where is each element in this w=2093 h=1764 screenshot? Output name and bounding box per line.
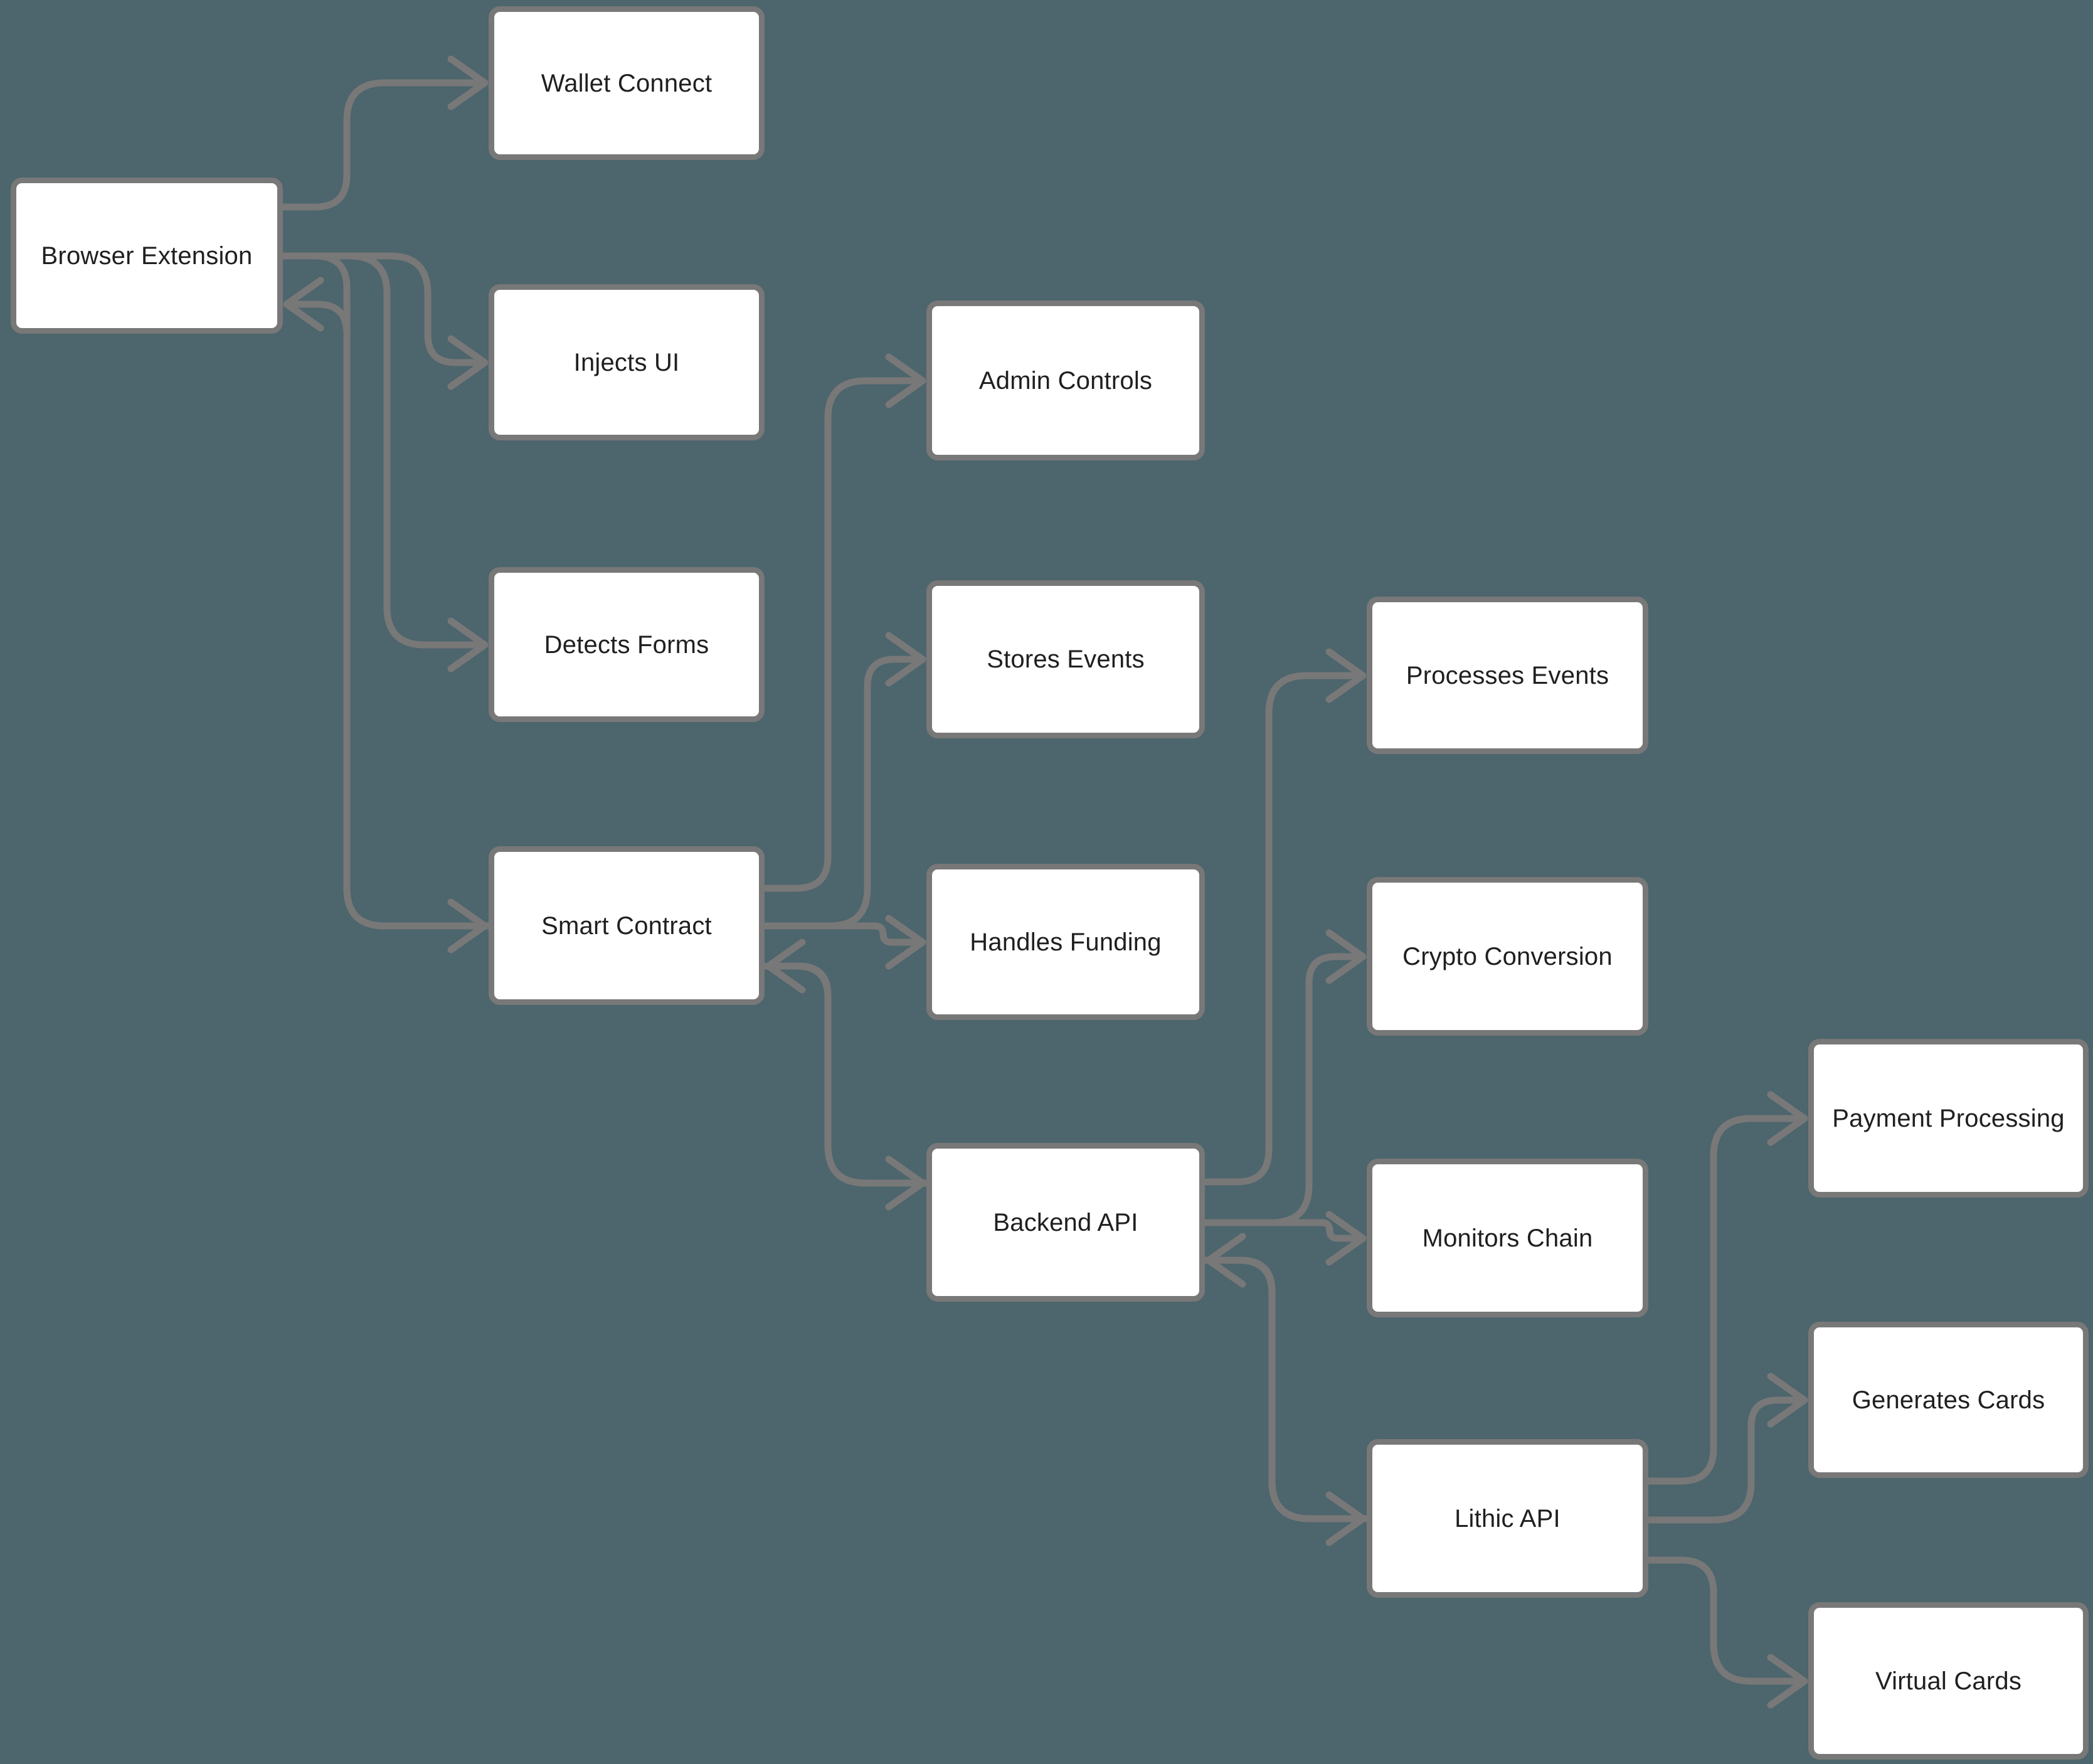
node-label-backend: Backend API	[993, 1208, 1138, 1236]
node-browser[interactable]: Browser Extension	[11, 178, 283, 334]
node-label-wallet: Wallet Connect	[541, 69, 713, 97]
edge-browser-to-detects	[279, 252, 489, 672]
edge-smart-to-stores	[761, 632, 926, 930]
node-label-lithic: Lithic API	[1455, 1504, 1560, 1533]
edge-backend-to-crypto	[1201, 929, 1367, 1226]
node-processes[interactable]: Processes Events	[1367, 597, 1648, 754]
node-label-processes: Processes Events	[1406, 661, 1609, 689]
edge-backend-to-smart	[765, 938, 930, 1187]
edge-browser-to-wallet	[279, 55, 489, 211]
node-funding[interactable]: Handles Funding	[926, 864, 1205, 1020]
node-payment[interactable]: Payment Processing	[1808, 1039, 2089, 1198]
edge-browser-to-injects	[279, 252, 489, 390]
edge-smart-to-backend	[761, 962, 926, 1211]
node-smart[interactable]: Smart Contract	[489, 846, 765, 1005]
node-label-monitors: Monitors Chain	[1422, 1224, 1593, 1252]
node-label-admin: Admin Controls	[978, 366, 1153, 395]
node-label-crypto: Crypto Conversion	[1402, 942, 1613, 970]
node-crypto[interactable]: Crypto Conversion	[1367, 877, 1648, 1036]
node-label-smart: Smart Contract	[541, 911, 712, 940]
edge-smart-to-admin	[761, 353, 926, 892]
node-monitors[interactable]: Monitors Chain	[1367, 1159, 1648, 1317]
node-virtual[interactable]: Virtual Cards	[1808, 1602, 2089, 1760]
node-label-browser: Browser Extension	[41, 242, 253, 270]
edge-smart-to-funding	[761, 915, 926, 970]
edge-lithic-to-cards	[1645, 1373, 1808, 1524]
node-injects[interactable]: Injects UI	[489, 284, 765, 440]
edge-smart-to-browser	[283, 277, 492, 930]
node-label-virtual: Virtual Cards	[1875, 1667, 2022, 1695]
node-cards[interactable]: Generates Cards	[1808, 1322, 2089, 1478]
node-detects[interactable]: Detects Forms	[489, 567, 765, 722]
node-label-cards: Generates Cards	[1852, 1386, 2045, 1414]
edge-lithic-to-payment	[1645, 1091, 1808, 1485]
node-label-payment: Payment Processing	[1832, 1104, 2065, 1132]
node-backend[interactable]: Backend API	[926, 1143, 1205, 1302]
edge-browser-to-smart	[279, 252, 489, 954]
node-lithic[interactable]: Lithic API	[1367, 1439, 1648, 1598]
edge-lithic-to-virtual	[1645, 1556, 1808, 1709]
node-admin[interactable]: Admin Controls	[926, 300, 1205, 460]
node-stores[interactable]: Stores Events	[926, 580, 1205, 738]
node-label-stores: Stores Events	[987, 646, 1145, 673]
node-wallet[interactable]: Wallet Connect	[489, 6, 765, 160]
node-label-detects: Detects Forms	[544, 630, 709, 659]
edge-backend-to-processes	[1201, 648, 1367, 1186]
edge-backend-to-lithic	[1201, 1257, 1367, 1546]
node-label-injects: Injects UI	[573, 348, 680, 376]
edge-lithic-to-backend	[1205, 1233, 1370, 1522]
node-label-funding: Handles Funding	[970, 928, 1162, 956]
edge-backend-to-monitors	[1201, 1211, 1367, 1266]
